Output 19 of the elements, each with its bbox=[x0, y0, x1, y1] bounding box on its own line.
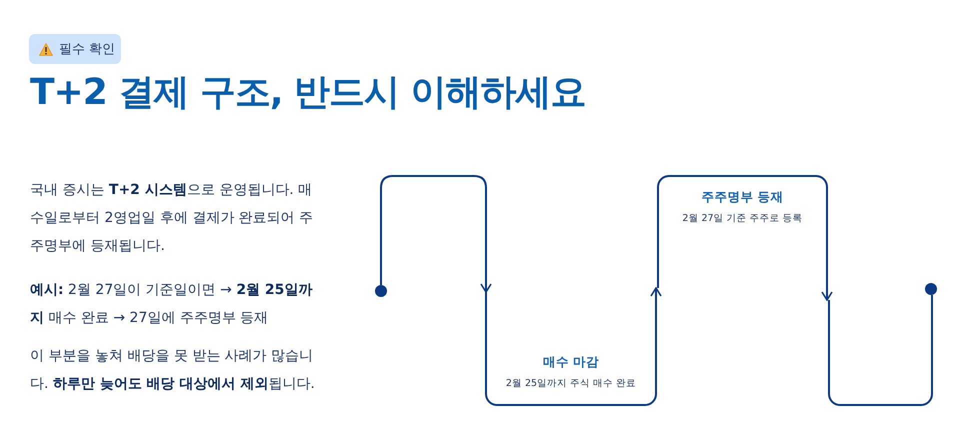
dot bbox=[375, 285, 387, 297]
paragraph: 예시: 2월 27일이 기준일이면 → 2월 25일까지 매수 완료 → 27일에 주주명부 등재 bbox=[30, 281, 314, 328]
dot bbox=[925, 283, 937, 295]
paragraph: 국내 증시는 T+2 시스템으로 운영됩니다. 매수일로부터 2영업일 후에 결제가 완료되어 주주명부에 등재됩니다. bbox=[30, 181, 314, 256]
step-title: 매수 마감 bbox=[542, 354, 600, 371]
step-box bbox=[485, 292, 657, 406]
arrow bbox=[380, 175, 492, 293]
title: T+2 결제 구조, 반드시 이해하세요 bbox=[30, 71, 586, 115]
badge bbox=[29, 34, 121, 64]
step-note: 2월 27일 기준 주주로 등록 bbox=[681, 212, 804, 225]
paragraph: 이 부분을 놓쳐 배당을 못 받는 사례가 많습니다. 하루만 늦어도 배당 대상에서 제외됩니다. bbox=[30, 347, 316, 394]
arrow bbox=[650, 287, 662, 297]
step-box bbox=[657, 175, 828, 288]
arrow bbox=[821, 288, 833, 301]
step-note: 2월 25일까지 주식 매수 완료 bbox=[504, 377, 638, 390]
u-bend bbox=[828, 300, 933, 406]
badge-label: 필수 확인 bbox=[59, 41, 116, 58]
connector-line bbox=[931, 295, 933, 300]
step-title: 주주명부 등재 bbox=[700, 189, 785, 206]
